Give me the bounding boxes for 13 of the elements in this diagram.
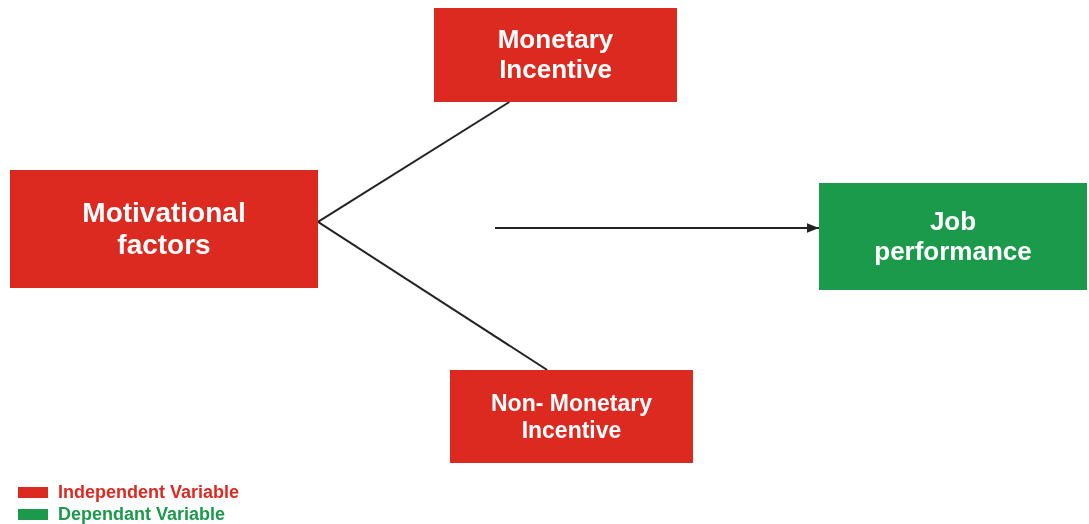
legend-label: Independent Variable	[58, 482, 240, 502]
connector-line	[317, 220, 549, 371]
variable-box	[450, 370, 693, 463]
box-label: Motivational factors	[81, 196, 247, 262]
box-label: Monetary Incentive	[496, 25, 615, 85]
variable-box	[10, 170, 318, 288]
legend-label: Dependant Variable	[58, 504, 226, 524]
variable-box	[819, 183, 1087, 290]
box-label: Job performance	[873, 206, 1033, 267]
variable-box	[434, 8, 677, 102]
connector-line	[317, 101, 511, 223]
box-label: Non- Monetary Incentive	[490, 390, 653, 443]
arrow	[494, 223, 820, 233]
